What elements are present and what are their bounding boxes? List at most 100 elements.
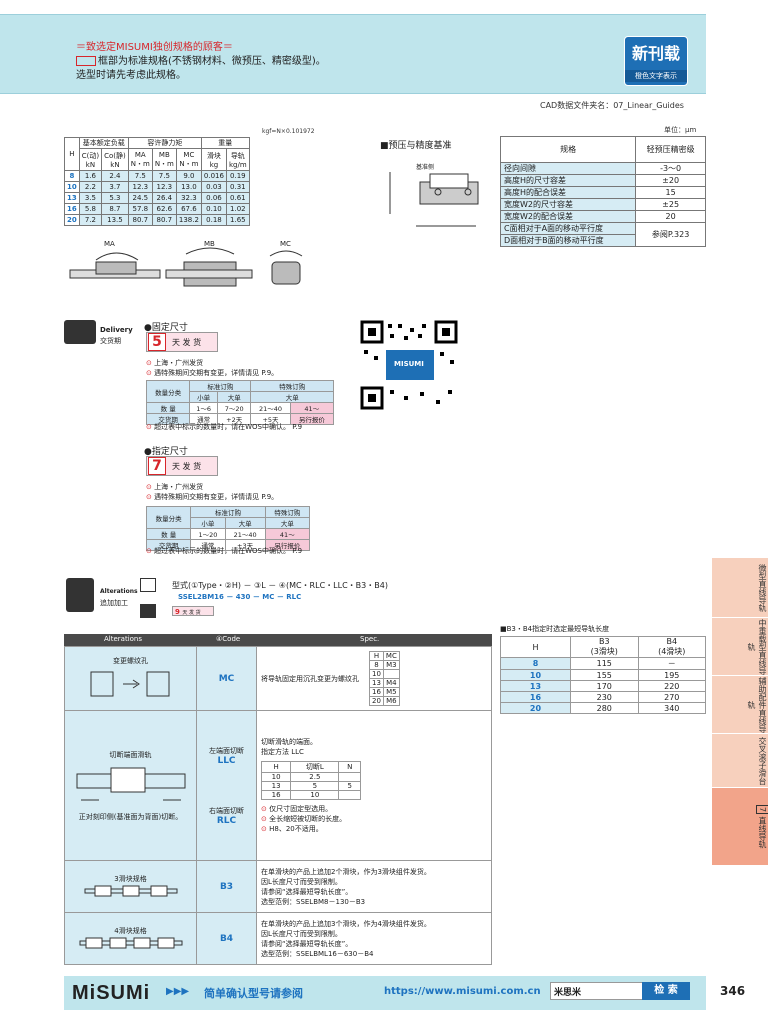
alt-row-b3: 3滑块规格 B3 在单滑块的产品上追加2个滑块，作为3滑块组件发货。因L长度尺寸… (64, 860, 492, 913)
precision-title: ■预压与精度基准 (380, 141, 452, 151)
b3b4-title: ■B3・B4指定时选定最短导轨长度 (500, 625, 610, 633)
tab-heavy-linear-guide[interactable]: 中重载型直线导轨 (712, 618, 768, 676)
tab-linear-guide[interactable]: 7 直线导轨 (712, 788, 768, 866)
truck-icon (64, 320, 96, 344)
specified-note3: ⊙ 超过表中标示的数量时，请在WOS中确认。 P.9 (146, 547, 303, 555)
kgf-note: kgf=N×0.101972 (262, 128, 315, 135)
mini-cell: 8 (369, 660, 384, 670)
mini-cell: 13 (369, 678, 384, 688)
mc-label: MC (280, 240, 291, 248)
table-cell: 16 (64, 203, 80, 215)
alterations-drill-icon (66, 578, 94, 612)
prec-value: 15 (635, 186, 706, 199)
prec-value: 参阅P.323 (635, 222, 706, 247)
tab-micro-linear-guide[interactable]: 微型直线导轨 (712, 558, 768, 618)
table-cell: 3.5 (78, 192, 103, 204)
mc-code: MC (196, 646, 257, 711)
fixed-size-title: ●固定尺寸 (144, 323, 188, 333)
table-cell: 7.5 (151, 170, 177, 182)
specified-days-text: 天 发 货 (172, 462, 202, 471)
tab-cross-roller-table[interactable]: 交叉滚子滑台 (712, 734, 768, 788)
table-cell: 20 (64, 214, 80, 226)
table-cell: 12.3 (127, 181, 153, 193)
mini-cell: 10 (369, 669, 384, 679)
b3-diagram (84, 885, 177, 896)
b4-diagram (79, 937, 182, 948)
tab-accessory-linear-guide[interactable]: 辅助配件直线导轨 (712, 676, 768, 734)
table-cell: 7.2 (78, 214, 103, 226)
red-frame-icon (76, 56, 96, 66)
table-cell: 26.4 (151, 192, 177, 204)
qr-code: MISUMI (360, 320, 458, 410)
cut-spec1: 切断滑轨的端面。 (261, 738, 317, 746)
table-cell: 10 (64, 181, 80, 193)
load-col-head: MA N・m (127, 148, 153, 171)
group-weight: 重量 (200, 137, 250, 149)
table-cell: 280 (570, 702, 639, 714)
prec-item: 宽度W2的配合误差 (499, 210, 637, 223)
search-button[interactable]: 检 索 (642, 982, 690, 1000)
table-cell: 2.2 (78, 181, 103, 193)
alterations-example: SSEL2BM16 － 430 － MC － RLC (178, 593, 302, 601)
table-cell: 5.8 (78, 203, 103, 215)
table-cell: 115 (570, 657, 639, 670)
cut-notes: ⊙ 仅尺寸固定型选用。⊙ 全长缩短被切断的长度。⊙ H8、20不适用。 (261, 805, 347, 833)
header-line3: 选型时请先考虑此规格。 (76, 70, 186, 81)
table-cell: 7.5 (127, 170, 153, 182)
prec-item: 宽度W2的尺寸容差 (499, 198, 637, 211)
cut-pic-note: 正对刻印侧(基准面为背面)切断。 (78, 812, 183, 821)
table-cell: 230 (570, 691, 639, 703)
table-cell: 13 (64, 192, 80, 204)
prec-value: ±25 (635, 198, 706, 211)
load-col-head: 滑块 kg (200, 148, 227, 171)
table-cell: 0.61 (225, 192, 250, 204)
mini-cell: M5 (382, 687, 400, 697)
table-cell: 8 (500, 657, 571, 670)
mb-label: MB (204, 240, 215, 248)
alterations-formula: 型式(①Type・②H) － ③L － ④(MC・RLC・LLC・B3・B4) (172, 581, 388, 590)
table-cell: 340 (637, 702, 706, 714)
footer-url-link[interactable]: https://www.misumi.com.cn (384, 986, 541, 997)
fixed-note3: ⊙ 超过表中标示的数量时，请在WOS中确认。 P.9 (146, 423, 303, 431)
specified-note2: ⊙ 遇特殊期间交期有变更，详情请见 P.9。 (146, 493, 279, 501)
mini-head: MC (382, 651, 400, 661)
alterations-label-en: Alterations (100, 588, 138, 595)
header-banner (0, 14, 706, 94)
load-col-head: C(动) kN (78, 148, 103, 171)
table-row: 宽度W2的尺寸容差±25 (499, 198, 706, 211)
table-row: 径向间隙-3〜0 (499, 162, 706, 175)
delivery-label-cn: 交货期 (100, 337, 121, 345)
alt-row-cut: 切断端面滑轨 正对刻印侧(基准面为背面)切断。 左端面切断 LLC 右端面切断 … (64, 710, 492, 861)
table-cell: 1.65 (225, 214, 250, 226)
table-cell: 80.7 (151, 214, 177, 226)
table-cell: 155 (570, 669, 639, 681)
prec-head-spec: 规格 (499, 136, 637, 163)
alterations-table-header: Alterations ④Code Spec. (64, 634, 492, 646)
table-row: 高度H的尺寸容差±20 (499, 174, 706, 187)
table-cell: 0.10 (200, 203, 227, 215)
search-input-value: 米思米 (554, 988, 582, 998)
cad-folder-name: CAD数据文件夹名：07_Linear_Guides (540, 101, 684, 110)
mini-cell: 5 (338, 781, 361, 791)
alt-row-b4: 4滑块规格 B4 在单滑块的产品上追加3个滑块，作为4滑块组件发货。因L长度尺寸… (64, 912, 492, 965)
mini-cell: M6 (382, 696, 400, 706)
table-cell: 13.0 (175, 181, 202, 193)
b3-code: B3 (196, 860, 257, 913)
truck-small-icon (140, 604, 156, 618)
table-cell: 32.3 (175, 192, 202, 204)
header-line2: 框部为标准规格(不锈钢材料、微预压、精密级型)。 (76, 52, 326, 67)
table-cell: 0.31 (225, 181, 250, 193)
table-cell: 220 (637, 680, 706, 692)
